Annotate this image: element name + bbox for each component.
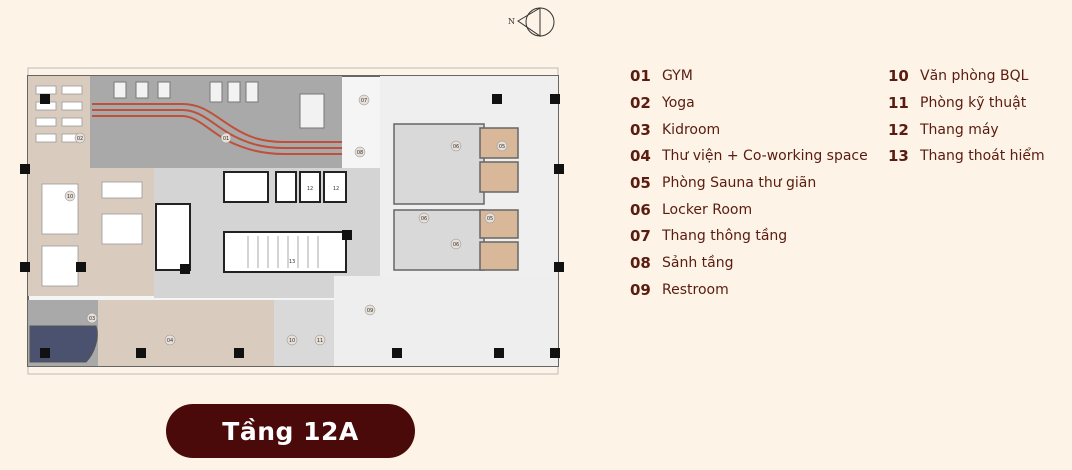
legend-column-left: 01 GYM 02 Yoga 03 Kidroom 04 Thư viện + Co-w…: [630, 63, 868, 303]
marker-06: 06: [450, 140, 462, 152]
room-markers: 01 02 03 04 05 05 06 06 06 07 08 09 10 1…: [64, 94, 508, 346]
locker-rooms: [393, 123, 519, 271]
legend-item: 09 Restroom: [630, 277, 868, 304]
legend-item: 10 Văn phòng BQL: [888, 63, 1045, 90]
marker-01: 01: [220, 132, 232, 144]
marker-13: 13: [289, 259, 295, 265]
marker-09: 09: [364, 304, 376, 316]
svg-text:10: 10: [289, 338, 295, 344]
marker-06: 06: [450, 238, 462, 250]
legend-item: 01 GYM: [630, 63, 868, 90]
legend-item: 06 Locker Room: [630, 196, 868, 223]
svg-text:05: 05: [487, 216, 493, 222]
marker-03: 03: [86, 312, 98, 324]
legend-label: Phòng kỹ thuật: [920, 95, 1027, 112]
marker-12: 12: [333, 186, 339, 192]
legend-number: 11: [888, 94, 909, 113]
legend-item: 08 Sảnh tầng: [630, 250, 868, 277]
legend-label: Văn phòng BQL: [920, 68, 1029, 85]
svg-text:07: 07: [361, 98, 367, 104]
svg-text:13: 13: [289, 259, 295, 265]
marker-07: 07: [358, 94, 370, 106]
legend-label: Thư viện + Co-working space: [662, 148, 868, 165]
running-track: [92, 103, 342, 143]
compass-north-label: N: [508, 17, 515, 26]
structural-columns: [20, 94, 564, 358]
svg-text:02: 02: [77, 136, 83, 142]
service-shaft: [155, 203, 191, 271]
zone-lower-right: [334, 276, 558, 366]
floor-plan-diagram: 01 02 03 04 05 05 06 06 06 07 08 09 10 1…: [20, 67, 564, 375]
legend-number: 13: [888, 147, 909, 166]
legend-label: Yoga: [662, 95, 695, 112]
legend-item: 05 Phòng Sauna thư giãn: [630, 170, 868, 197]
zone-coworking: [98, 300, 274, 366]
marker-06: 06: [418, 212, 430, 224]
marker-10: 10: [286, 334, 298, 346]
svg-text:12: 12: [307, 186, 313, 192]
marker-08: 08: [354, 146, 366, 158]
legend-number: 06: [630, 200, 651, 219]
svg-text:03: 03: [89, 316, 95, 322]
marker-11: 11: [314, 334, 326, 346]
legend-number: 04: [630, 147, 651, 166]
legend-label: Locker Room: [662, 201, 753, 218]
zone-service: [274, 300, 334, 366]
svg-text:08: 08: [357, 150, 363, 156]
legend-label: Thang thoát hiểm: [920, 148, 1045, 165]
legend-label: Restroom: [662, 281, 729, 298]
legend-label: GYM: [662, 68, 693, 85]
legend-item: 04 Thư viện + Co-working space: [630, 143, 868, 170]
floor-title-badge: Tầng 12A: [166, 404, 415, 458]
running-track-lane: [92, 109, 342, 149]
legend-label: Sảnh tầng: [662, 255, 734, 272]
legend-number: 05: [630, 174, 651, 193]
legend-number: 12: [888, 120, 909, 139]
svg-text:10: 10: [67, 194, 73, 200]
svg-text:01: 01: [223, 136, 229, 142]
legend-number: 07: [630, 227, 651, 246]
yoga-mats: [35, 85, 83, 143]
legend-number: 02: [630, 94, 651, 113]
legend-item: 03 Kidroom: [630, 116, 868, 143]
legend-number: 09: [630, 280, 651, 299]
legend-label: Phòng Sauna thư giãn: [662, 175, 817, 192]
marker-10: 10: [64, 190, 76, 202]
legend-item: 02 Yoga: [630, 90, 868, 117]
legend-number: 01: [630, 67, 651, 86]
legend-item: 11 Phòng kỹ thuật: [888, 90, 1045, 117]
compass-icon: N: [508, 7, 555, 37]
marker-05: 05: [496, 140, 508, 152]
svg-text:06: 06: [421, 216, 427, 222]
marker-05: 05: [484, 212, 496, 224]
svg-text:04: 04: [167, 338, 173, 344]
marker-02: 02: [74, 132, 86, 144]
svg-text:11: 11: [317, 338, 323, 344]
legend-item: 07 Thang thông tầng: [630, 223, 868, 250]
elevator-core: [223, 171, 347, 203]
svg-text:06: 06: [453, 144, 459, 150]
svg-text:06: 06: [453, 242, 459, 248]
legend-number: 03: [630, 120, 651, 139]
svg-text:05: 05: [499, 144, 505, 150]
marker-12: 12: [307, 186, 313, 192]
svg-text:09: 09: [367, 308, 373, 314]
legend-label: Kidroom: [662, 121, 721, 138]
legend-item: 12 Thang máy: [888, 116, 1045, 143]
gym-equipment: [113, 81, 325, 129]
legend-number: 08: [630, 254, 651, 273]
svg-text:12: 12: [333, 186, 339, 192]
stair-core: [223, 231, 347, 273]
legend-label: Thang máy: [920, 121, 999, 138]
marker-04: 04: [164, 334, 176, 346]
legend-label: Thang thông tầng: [662, 228, 788, 245]
legend-item: 13 Thang thoát hiểm: [888, 143, 1045, 170]
legend-number: 10: [888, 67, 909, 86]
library-tables: [41, 181, 143, 287]
